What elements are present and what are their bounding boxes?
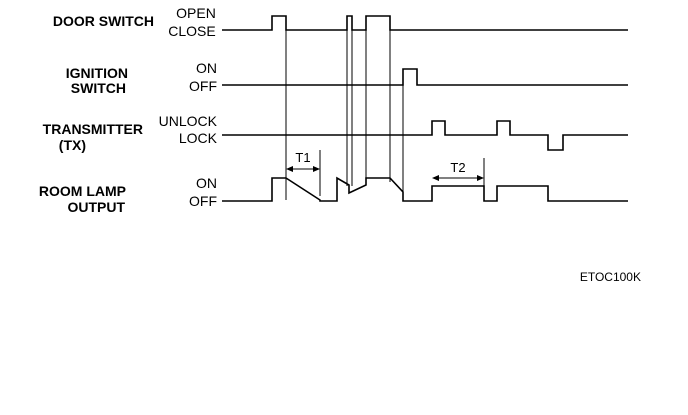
transmitter-title-line2: (TX)	[59, 137, 86, 153]
t2-arrow-right	[477, 175, 484, 181]
room-lamp-on-label: ON	[196, 175, 217, 191]
ignition-switch-title-line2: SWITCH	[71, 80, 126, 96]
t1-arrow-left	[286, 166, 293, 172]
signal-room-lamp-output: ROOM LAMP OUTPUT ON OFF	[39, 175, 628, 215]
transmitter-title-line1: TRANSMITTER	[43, 121, 143, 137]
interval-t1: T1	[286, 150, 321, 196]
transmitter-waveform	[222, 120, 628, 151]
room-lamp-title-line1: ROOM LAMP	[39, 183, 126, 199]
room-lamp-waveform	[222, 176, 628, 202]
signal-transmitter: TRANSMITTER (TX) UNLOCK LOCK	[43, 113, 628, 153]
t2-label: T2	[450, 160, 465, 175]
t2-arrow-left	[432, 175, 439, 181]
signal-door-switch: DOOR SWITCH OPEN CLOSE	[53, 5, 628, 39]
signal-ignition-switch: IGNITION SWITCH ON OFF	[66, 60, 628, 96]
door-switch-waveform	[222, 15, 628, 31]
door-switch-open-label: OPEN	[176, 5, 216, 21]
door-switch-title: DOOR SWITCH	[53, 13, 154, 29]
room-lamp-off-label: OFF	[189, 193, 217, 209]
t1-arrow-right	[313, 166, 320, 172]
door-switch-close-label: CLOSE	[168, 23, 215, 39]
figure-code: ETOC100K	[580, 270, 641, 284]
transmitter-unlock-label: UNLOCK	[159, 113, 218, 129]
room-lamp-title-line2: OUTPUT	[67, 199, 125, 215]
interval-t2: T2	[432, 158, 485, 186]
event-reference-lines	[285, 16, 404, 200]
t1-label: T1	[295, 150, 310, 165]
ignition-switch-off-label: OFF	[189, 78, 217, 94]
ignition-switch-on-label: ON	[196, 60, 217, 76]
ignition-switch-waveform	[222, 68, 628, 86]
ignition-switch-title-line1: IGNITION	[66, 65, 128, 81]
transmitter-lock-label: LOCK	[179, 130, 218, 146]
